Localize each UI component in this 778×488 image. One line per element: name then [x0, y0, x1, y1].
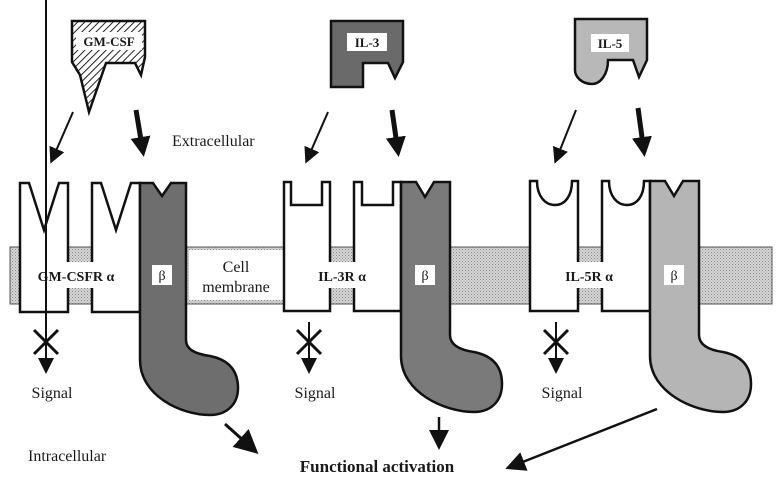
arrow-gm-csf-to-alpha	[49, 111, 74, 164]
alpha-chain-gm-csf	[18, 181, 70, 314]
binding-arrows	[49, 107, 652, 164]
alpha-label-il-3: IL-3R α	[318, 270, 366, 285]
alpha-chain-gm-csf-2	[90, 181, 142, 314]
alpha-chain-il-5-2	[600, 179, 652, 313]
cell-membrane-label-line1: Cell	[223, 259, 250, 276]
arrow-il-5-activation	[505, 407, 658, 471]
alpha-label-gm-csf: GM-CSFR α	[38, 270, 115, 285]
blocked-signal-il-3	[295, 322, 323, 374]
arrow-il-3-to-alpha	[304, 111, 329, 164]
beta-label-il-3: β	[421, 269, 428, 284]
beta-label-il-5: β	[670, 269, 677, 284]
cell-membrane-label-line2: membrane	[202, 279, 270, 296]
beta-chain-il-3	[399, 180, 504, 414]
extracellular-label: Extracellular	[172, 133, 255, 150]
functional-activation-label: Functional activation	[300, 457, 455, 476]
blocked-signal-gm-csf	[32, 0, 60, 374]
ligand-label-il-5: IL-5	[598, 36, 623, 51]
beta-chain-il-5	[648, 179, 753, 414]
receptor-gm-csf: GM-CSFR α β Signal	[18, 0, 240, 417]
alpha-chain-il-5	[528, 179, 580, 313]
beta-chain-gm-csf	[138, 181, 240, 417]
ligand-label-il-3: IL-3	[355, 35, 380, 50]
activation-arrows	[223, 407, 658, 471]
arrow-il-5-to-beta	[632, 107, 652, 157]
ligand-il-3: IL-3	[329, 19, 405, 89]
blocked-signal-il-5	[542, 322, 570, 374]
signal-label-il-5: Signal	[542, 385, 583, 402]
signal-label-il-3: Signal	[295, 385, 336, 402]
ligand-gm-csf: GM-CSF	[70, 19, 147, 117]
ligand-il-5: IL-5	[573, 17, 649, 86]
signal-label-gm-csf: Signal	[32, 385, 73, 402]
cell-membrane-label-box	[189, 250, 283, 300]
arrow-il-5-to-alpha	[553, 109, 577, 164]
ligand-label-gm-csf: GM-CSF	[83, 34, 134, 49]
alpha-label-il-5: IL-5R α	[565, 270, 613, 285]
arrow-gm-csf-to-beta	[130, 109, 151, 157]
receptor-il-5: IL-5R α β Signal	[528, 179, 753, 414]
alpha-chain-il-3-2	[352, 180, 403, 313]
arrow-il-3-to-beta	[385, 109, 406, 157]
arrow-gm-csf-activation	[223, 422, 259, 455]
intracellular-label: Intracellular	[28, 448, 107, 465]
beta-label-gm-csf: β	[158, 269, 165, 284]
alpha-chain-il-3	[282, 180, 332, 313]
receptor-il-3: IL-3R α β Signal	[282, 180, 504, 414]
